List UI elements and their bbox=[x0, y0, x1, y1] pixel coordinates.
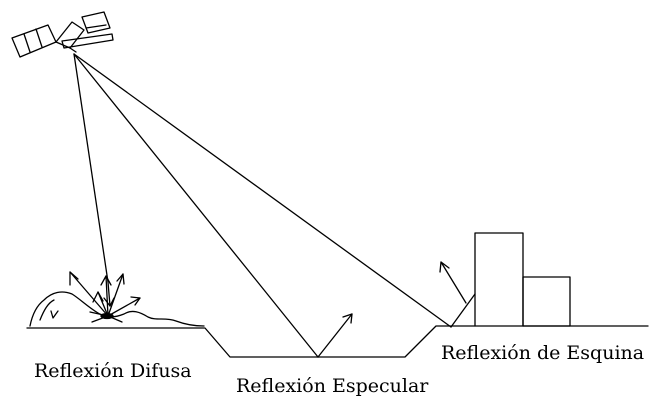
specular-reflection-arrow bbox=[317, 313, 353, 358]
corner-reflection-arrow bbox=[439, 261, 476, 328]
satellite-icon bbox=[11, 11, 114, 58]
label-corner-reflection: Reflexión de Esquina bbox=[441, 342, 645, 364]
rough-terrain-scatter-arrow bbox=[39, 299, 55, 321]
diffuse-scatter-arrows bbox=[69, 271, 141, 323]
incident-ray-corner bbox=[73, 53, 452, 328]
label-specular-reflection: Reflexión Especular bbox=[236, 375, 429, 397]
building-short bbox=[522, 276, 571, 327]
incident-ray-diffuse bbox=[73, 53, 109, 283]
building-tall bbox=[474, 232, 524, 327]
rough-terrain-scatter-arrow-head bbox=[50, 310, 59, 319]
rough-terrain bbox=[29, 291, 205, 327]
incident-ray-specular bbox=[73, 53, 319, 358]
label-diffuse-reflection: Reflexión Difusa bbox=[34, 360, 192, 382]
